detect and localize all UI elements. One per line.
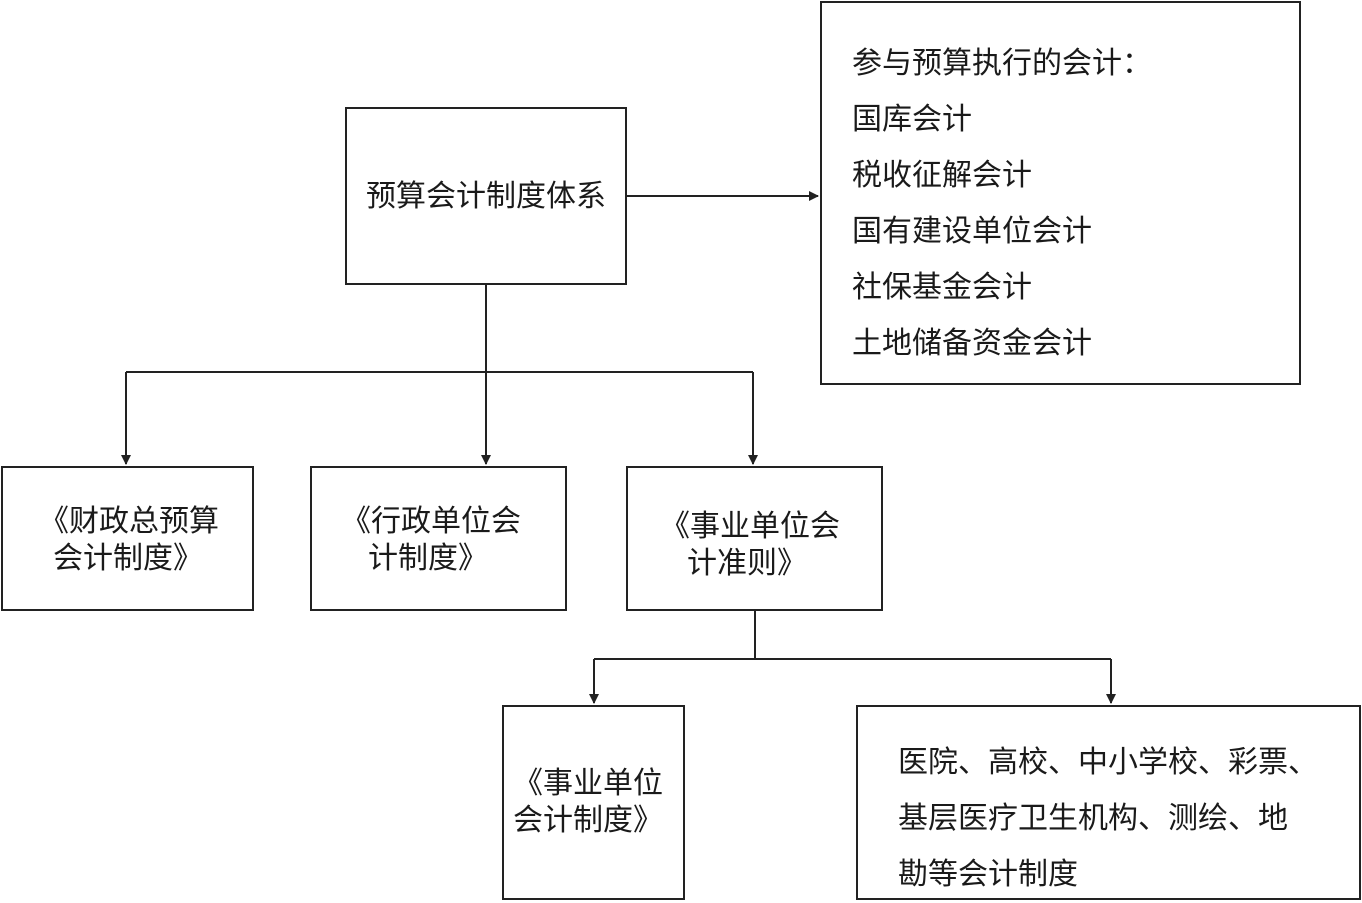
industry-systems-line1: 医院、高校、中小学校、彩票、 (898, 745, 1318, 780)
root-node: 预算会计制度体系 (345, 107, 627, 285)
fiscal-node: 《财政总预算 会计制度》 (1, 466, 254, 611)
fiscal-node-line1: 《财政总预算 (39, 504, 219, 539)
participants-heading: 参与预算执行的会计： (852, 46, 1152, 81)
industry-systems-line2: 基层医疗卫生机构、测绘、地 (898, 801, 1288, 836)
institution-system-node: 《事业单位 会计制度》 (502, 705, 685, 900)
participant-item: 土地储备资金会计 (852, 326, 1092, 361)
industry-systems-line3: 勘等会计制度 (898, 857, 1078, 892)
participant-item: 国有建设单位会计 (852, 214, 1092, 249)
participant-item: 社保基金会计 (852, 270, 1032, 305)
admin-node-line1: 《行政单位会 (341, 504, 521, 539)
fiscal-node-line2: 会计制度》 (53, 541, 203, 576)
participant-item: 税收征解会计 (852, 158, 1032, 193)
participant-item: 国库会计 (852, 102, 972, 137)
participants-box: 参与预算执行的会计： 国库会计 税收征解会计 国有建设单位会计 社保基金会计 土… (820, 1, 1301, 385)
institution-system-line2: 会计制度》 (513, 803, 663, 838)
institution-system-line1: 《事业单位 (513, 766, 663, 801)
institution-node: 《事业单位会 计准则》 (626, 466, 883, 611)
institution-node-line1: 《事业单位会 (660, 509, 840, 544)
admin-node-line2: 计制度》 (368, 541, 488, 576)
industry-systems-node: 医院、高校、中小学校、彩票、 基层医疗卫生机构、测绘、地 勘等会计制度 (856, 705, 1361, 900)
admin-node: 《行政单位会 计制度》 (310, 466, 567, 611)
institution-node-line2: 计准则》 (687, 546, 807, 581)
root-node-label: 预算会计制度体系 (366, 178, 606, 214)
